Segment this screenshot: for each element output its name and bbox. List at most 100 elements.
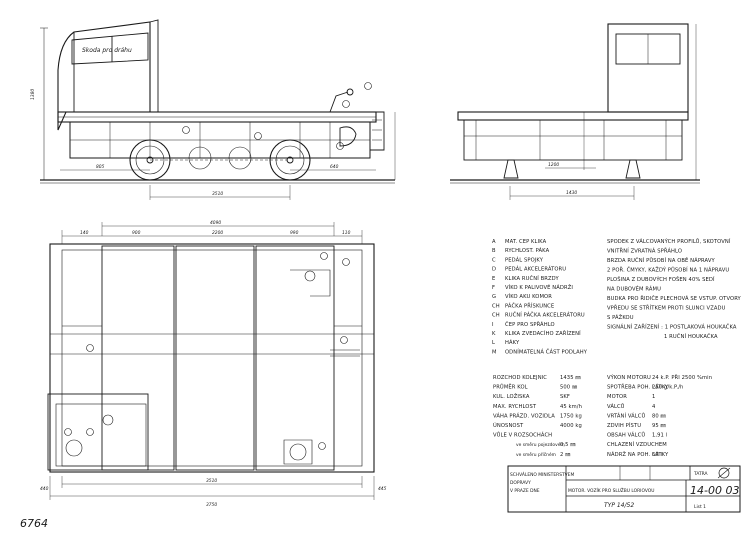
legend-text: MAT. CEP KLIKA xyxy=(505,239,547,245)
legend-text: ODNÍMATELNÁ ČÁST PODLAHY xyxy=(505,348,588,355)
legend-key: A xyxy=(492,239,496,245)
approval-line-3: V PRAZE DNE xyxy=(510,488,540,494)
dim-plan-seg2: 2200 xyxy=(212,230,223,236)
construction-note: BRZDA RUČNÍ PŮSOBÍ NA OBĚ NÁPRAVY xyxy=(607,256,716,264)
dim-plan-top-total: 4090 xyxy=(210,220,221,226)
drawing-title: MOTOR. VOZÍK PRO SLUŽBU LORIOVOU xyxy=(568,486,654,494)
spec-value: 1435 ㎜ xyxy=(560,375,581,381)
spec-label: ve směru pojezdovém xyxy=(516,441,565,448)
front-elevation-view xyxy=(450,23,700,200)
spec-label: ve směru příčném xyxy=(516,451,556,458)
side-callouts xyxy=(182,82,372,150)
legend-key: K xyxy=(492,331,496,337)
dim-side-l1: 805 xyxy=(96,164,105,170)
legend-text: PÁČKA PŘÍSKUNCE xyxy=(505,301,554,309)
spec-label: VRTÁNÍ VÁLCŮ xyxy=(607,412,646,419)
legend-text: VÍKO AKU KOMOR xyxy=(505,293,552,300)
construction-note: NA DUBOVÉM RÁMU xyxy=(607,285,661,293)
dim-plan-bottom-total: 3750 xyxy=(206,502,217,508)
dim-plan-right-1: 445 xyxy=(378,486,387,492)
spec-label: OBSAH VÁLCŮ xyxy=(607,432,645,439)
drawing-number: 14-00 03 xyxy=(690,484,739,497)
spec-label: MOTOR xyxy=(607,394,627,400)
plan-callouts xyxy=(64,252,350,450)
spec-value: 45 km/h xyxy=(560,404,582,410)
spec-value: 0,5 ㎜ xyxy=(560,442,576,448)
dim-front-width: 1430 xyxy=(566,190,577,196)
construction-notes: SPODEK Z VÁLCOVANÝCH PROFILŮ, SKOTOVNÍVN… xyxy=(607,238,742,340)
legend-key: CH xyxy=(492,313,500,319)
spec-value: 1750 kg xyxy=(560,413,582,419)
dim-side-l2: 640 xyxy=(330,164,339,170)
spec-label: KUL. LOŽISKA xyxy=(493,392,530,400)
cab-label: Skoda pro dráhu xyxy=(82,47,132,54)
spec-value: 24 k.P. PŘI 2500 %min xyxy=(652,373,712,381)
legend-key: G xyxy=(492,294,496,300)
legend-text: HÁKY xyxy=(505,339,520,346)
dim-plan-seg1: 900 xyxy=(132,230,141,236)
construction-note: SPODEK Z VÁLCOVANÝCH PROFILŮ, SKOTOVNÍ xyxy=(607,238,731,245)
spec-value: 1,91 l xyxy=(652,433,667,439)
legend-key: D xyxy=(492,267,496,273)
approval-line-2: DOPRAVY xyxy=(510,480,531,486)
construction-note: 2 POŘ. ČMYKY, KAŽDÝ PŮSOBÍ NA 1 NÁPRAVU xyxy=(607,266,729,274)
spec-label: SPOTŘEBA POH. LÁTKY xyxy=(607,383,669,391)
spec-label: VÝKON MOTORU xyxy=(607,374,651,381)
dim-plan-seg-a: 140 xyxy=(80,230,89,236)
dim-side-height: 1380 xyxy=(30,89,36,100)
legend-text: VÍKO K PALIVOVÉ NÁDRŽI xyxy=(505,283,573,291)
spec-value: 500 ㎜ xyxy=(560,385,577,391)
construction-note: PLOŠINA Z DUBOVÝCH FOŠEN 40% SEDÍ xyxy=(607,276,715,283)
spec-label: ROZCHOD KOLEJNIC xyxy=(493,375,547,381)
legend-text: PEDÁL SPOJKY xyxy=(505,256,544,263)
drawing-type: TYP 14/52 xyxy=(604,502,634,509)
spec-label: ÚNOSNOST xyxy=(493,422,524,429)
spec-label: VÁLCŮ xyxy=(607,403,625,410)
legend-key: L xyxy=(492,340,495,346)
dim-plan-seg-b: 110 xyxy=(342,230,351,236)
spec-value: 60 l xyxy=(652,452,662,458)
specs-left: ROZCHOD KOLEJNIC 1435 ㎜ PRŮMĚR KOL 500 ㎜ KUL… xyxy=(493,375,582,458)
construction-note: 1 RUČNÍ HOUKAČKA xyxy=(664,333,718,340)
legend-key: I xyxy=(492,322,494,328)
legend-key: C xyxy=(492,257,496,263)
side-elevation-view xyxy=(40,19,396,200)
spec-label: VŮLE V ROZSOCHÁCH xyxy=(493,432,552,439)
construction-note: BUDKA PRO ŘIDIČE PLECHOVÁ SE VSTUP. OTVO… xyxy=(607,294,742,302)
legend-text: PEDÁL AKCELERÁTORU xyxy=(505,266,566,273)
legend-key: F xyxy=(492,285,495,291)
spec-label: MAX. RYCHLOST xyxy=(493,404,537,410)
spec-label: PRŮMĚR KOL xyxy=(493,383,528,391)
dim-front-height: 1200 xyxy=(548,162,559,168)
spec-value: 250 g/k.P./h xyxy=(652,385,683,391)
legend-key: E xyxy=(492,276,495,282)
spec-value: 4000 kg xyxy=(560,423,582,429)
dim-plan-bottom-1: 3510 xyxy=(206,478,217,484)
company-name: TATRA xyxy=(693,471,708,477)
construction-note: VPŘEDU SE STŘÍTKEM PROTI SLUNCI VZADU xyxy=(607,304,726,312)
parts-legend: A MAT. CEP KLIKA B RYCHLOST. PÁKA C PEDÁL SPO… xyxy=(492,239,588,355)
spec-label: NÁDRŽ NA POH. LÁTKY xyxy=(607,450,669,458)
spec-value: 1 xyxy=(652,394,655,400)
spec-label: CHLAZENÍ VZDUCHEM xyxy=(607,441,667,448)
approval-line-1: SCHVÁLENO MINISTERSTVEM xyxy=(510,471,574,478)
dim-side-total: 3510 xyxy=(212,191,223,197)
legend-key: M xyxy=(492,349,497,355)
spec-label: ZDVIH PÍSTU xyxy=(607,422,641,429)
dim-plan-left-1: 440 xyxy=(40,486,49,492)
spec-value: 95 ㎜ xyxy=(652,423,666,429)
legend-text: KLIKA RUČNÍ BRZDY xyxy=(505,275,559,282)
spec-value: SKF xyxy=(560,394,570,400)
legend-text: RUČNÍ PÁČKA AKCELERÁTORU xyxy=(505,312,585,319)
spec-value: 4 xyxy=(652,404,656,410)
legend-text: RYCHLOST. PÁKA xyxy=(505,247,550,254)
construction-note: SIGNÁLNÍ ZAŘÍZENÍ : 1 POSTLAKOVÁ HOUKAČK… xyxy=(607,323,737,331)
drawing-sheet: List 1 xyxy=(694,504,706,510)
legend-key: B xyxy=(492,248,496,254)
spec-value: 2 ㎜ xyxy=(560,452,570,458)
spec-label: VÁHA PRÁZD. VOZIDLA xyxy=(493,412,555,419)
legend-key: CH xyxy=(492,303,500,309)
title-block xyxy=(507,465,741,513)
